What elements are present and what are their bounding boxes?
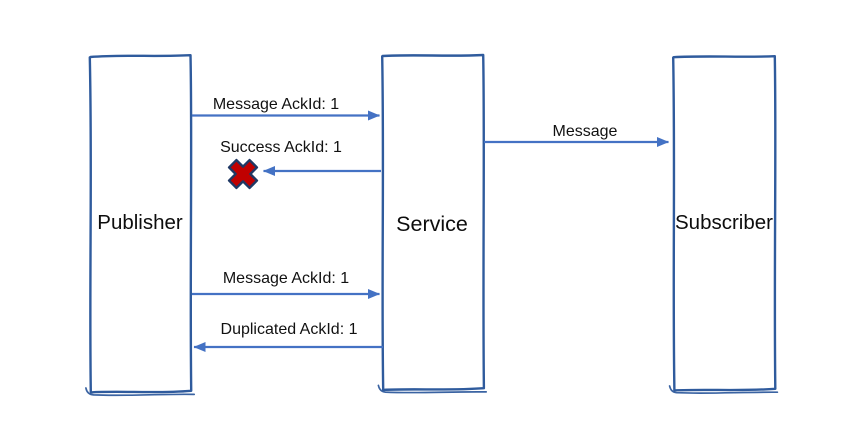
subscriber-box-sketch-accent — [668, 385, 779, 395]
publisher-label: Publisher — [97, 211, 183, 234]
message-2-label: Success AckId: 1 — [220, 139, 342, 156]
message-5-service-to-publisher: Duplicated AckId: 1 — [193, 321, 383, 352]
message-1-label: Message AckId: 1 — [213, 96, 339, 113]
red-x-failure-icon — [227, 158, 259, 190]
message-4-label: Message AckId: 1 — [223, 270, 349, 287]
publisher-box-sketch-accent — [85, 387, 196, 397]
message-2-service-to-publisher: Success AckId: 1 — [220, 139, 381, 190]
message-3-label: Message — [553, 123, 618, 140]
message-1-publisher-to-service: Message AckId: 1 — [192, 96, 380, 121]
publisher-actor-box: Publisher — [85, 54, 196, 397]
service-label: Service — [396, 212, 468, 236]
publisher-box-outline — [88, 54, 193, 394]
service-box-outline — [381, 53, 486, 392]
message-4-publisher-to-service: Message AckId: 1 — [192, 270, 380, 299]
subscriber-actor-box: Subscriber — [668, 55, 779, 395]
message-5-label: Duplicated AckId: 1 — [221, 321, 358, 338]
subscriber-label: Subscriber — [675, 211, 773, 234]
service-box-sketch-accent — [377, 384, 488, 394]
service-actor-box: Service — [377, 53, 488, 394]
subscriber-box-outline — [672, 55, 777, 392]
message-3-service-to-subscriber: Message — [484, 123, 669, 147]
